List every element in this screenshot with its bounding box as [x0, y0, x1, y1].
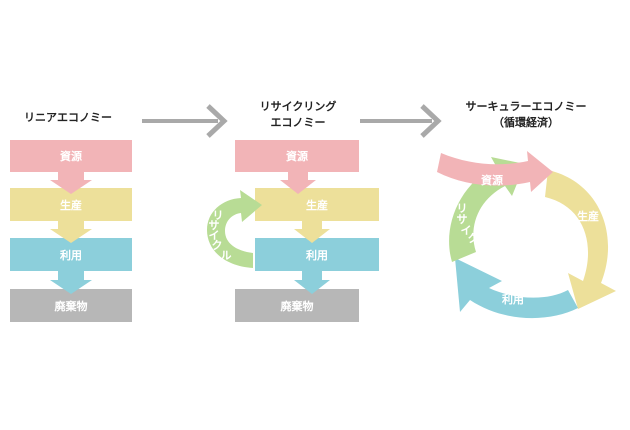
circular-production-label: 生産	[577, 209, 599, 223]
recycle-char-5: ル	[221, 249, 232, 262]
circular-recycle-char-1: リ	[457, 202, 468, 215]
linear-economy-title: リニアエコノミー	[24, 111, 112, 124]
recycle-char-1: リ	[213, 209, 224, 222]
recycling-economy-title-line1: リサイクリング	[260, 99, 337, 113]
linear-economy: リニアエコノミー 資源 生産 利用 廃棄物	[10, 111, 132, 322]
circular-resource-arrow	[437, 151, 553, 192]
linear-waste-label: 廃棄物	[55, 299, 88, 313]
linear-waste-box	[10, 289, 132, 322]
linear-down-arrow-2	[50, 221, 92, 243]
linear-down-arrow-3	[50, 271, 92, 294]
circular-use-arrow	[455, 258, 578, 319]
circular-economy-title-line2: （循環経済）	[493, 115, 559, 129]
transition-arrow-2	[360, 104, 442, 138]
circular-economy-title-line1: サーキュラーエコノミー	[466, 100, 587, 113]
recycling-down-arrow-3	[294, 271, 330, 294]
linear-resource-label: 資源	[60, 149, 82, 163]
recycle-char-3: イ	[209, 229, 220, 242]
circular-economy: サーキュラーエコノミー （循環経済） 生産 利用 リ サ イ ク ル 資源	[437, 100, 616, 319]
linear-down-arrow-1	[50, 172, 92, 194]
circular-resource-label: 資源	[481, 173, 503, 187]
recycling-down-arrow-1	[280, 172, 316, 194]
recycling-production-box	[255, 188, 379, 221]
recycling-economy: リサイクリング エコノミー 資源 生産 利用 廃棄物 リ サ イ ク ル	[207, 99, 379, 322]
recycling-down-arrow-2	[294, 221, 330, 243]
recycling-use-label: 利用	[306, 248, 328, 262]
recycling-production-label: 生産	[306, 198, 328, 212]
recycling-resource-label: 資源	[286, 149, 308, 163]
recycle-char-2: サ	[209, 219, 220, 232]
linear-resource-box	[10, 140, 132, 172]
circular-recycle-char-5: ル	[478, 239, 489, 252]
recycling-resource-box	[235, 140, 359, 172]
circular-recycle-char-4: ク	[468, 232, 479, 245]
recycle-char-4: ク	[212, 239, 223, 252]
recycling-economy-title-line2: エコノミー	[271, 116, 326, 129]
linear-use-label: 利用	[60, 248, 82, 262]
circular-production-arrow	[545, 170, 616, 309]
recycling-waste-label: 廃棄物	[281, 299, 314, 313]
recycling-use-box	[255, 238, 379, 271]
linear-use-box	[10, 238, 132, 271]
recycling-waste-box	[235, 289, 359, 322]
circular-use-label: 利用	[502, 292, 524, 306]
linear-production-label: 生産	[60, 198, 82, 212]
circular-recycle-char-2: サ	[457, 213, 468, 226]
transition-arrow-1	[142, 104, 228, 138]
circular-recycle-char-3: イ	[461, 224, 472, 237]
recycling-loop-arrow	[207, 190, 262, 268]
